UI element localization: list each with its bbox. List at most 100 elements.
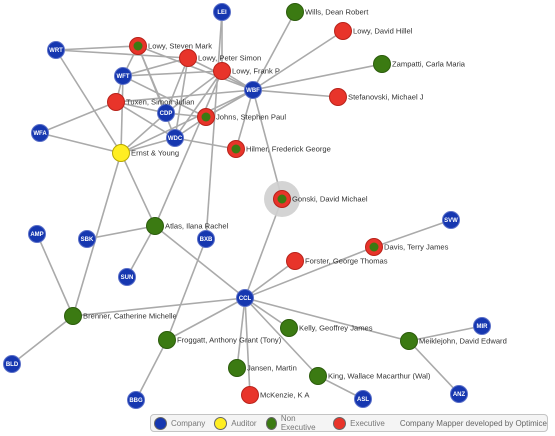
node-wft[interactable]: WFT bbox=[114, 67, 132, 85]
edge-wbf-lowy_steven bbox=[137, 45, 254, 91]
node-bbg[interactable]: BBG bbox=[127, 391, 145, 409]
edge-wfa-ey bbox=[39, 132, 122, 154]
company-node-circle bbox=[127, 391, 145, 409]
node-jansen[interactable]: Jansen, Martin bbox=[228, 359, 297, 377]
non-executive-node-circle bbox=[280, 319, 298, 337]
node-stefanovski[interactable]: Stefanovski, Michael J bbox=[329, 88, 424, 106]
executive-swatch-icon bbox=[333, 416, 347, 430]
edge-atlas-sbk bbox=[86, 225, 156, 240]
edge-wdc-lowy_steven bbox=[137, 45, 176, 139]
edge-ccl-meiklejohn bbox=[244, 297, 410, 342]
node-bxb[interactable]: BXB bbox=[197, 230, 215, 248]
node-meiklejohn[interactable]: Meiklejohn, David Edward bbox=[400, 332, 507, 350]
company-code-label: CCL bbox=[239, 296, 252, 302]
edge-meiklejohn-mir bbox=[408, 325, 483, 342]
edge-wbf-tuxen bbox=[115, 89, 254, 103]
node-svw[interactable]: SVW bbox=[442, 211, 460, 229]
node-hilmer[interactable]: Hilmer, Frederick George bbox=[227, 140, 331, 158]
node-cdp[interactable]: CDP bbox=[157, 104, 175, 122]
node-gonski[interactable]: Gonski, David Michael bbox=[264, 181, 368, 217]
node-wills[interactable]: Wills, Dean Robert bbox=[286, 3, 370, 21]
edge-ccl-king bbox=[244, 297, 319, 377]
company-code-label: BXB bbox=[200, 237, 213, 243]
node-bld[interactable]: BLD bbox=[3, 355, 21, 373]
edge-wbf-wills bbox=[252, 11, 296, 91]
legend-auditor[interactable]: Auditor bbox=[214, 416, 257, 430]
node-atlas[interactable]: Atlas, Ilana Rachel bbox=[146, 217, 229, 235]
node-brenner[interactable]: Brenner, Catherine Michelle bbox=[64, 307, 177, 325]
auditor-node-circle bbox=[112, 144, 130, 162]
edge-ccl-mckenzie bbox=[244, 297, 251, 396]
node-tuxen[interactable]: Tuxen, Simon Julian bbox=[107, 93, 195, 111]
executive-node-circle bbox=[213, 62, 231, 80]
edge-wrt-ey bbox=[55, 49, 122, 154]
non-executive-node-circle bbox=[373, 55, 391, 73]
node-king[interactable]: King, Wallace Macarthur (Wal) bbox=[309, 367, 431, 385]
node-ccl[interactable]: CCL bbox=[236, 289, 254, 307]
legend-non-executive-label: Non Executive bbox=[280, 414, 316, 432]
company-code-label: SVW bbox=[444, 218, 458, 224]
node-wfa[interactable]: WFA bbox=[31, 124, 49, 142]
edge-wdc-hilmer bbox=[174, 137, 237, 150]
company-node-circle bbox=[450, 385, 468, 403]
edge-ccl-davis bbox=[244, 246, 375, 299]
node-kelly[interactable]: Kelly, Geoffrey James bbox=[280, 319, 373, 337]
person-name-label: McKenzie, K A bbox=[260, 391, 310, 400]
edge-wrt-lowy_steven bbox=[55, 45, 139, 51]
nodes-layer: LEI WRT WFT CDP WBF WDC WFA AMP SBK BXB SUN SVW CCL M… bbox=[3, 3, 507, 409]
node-asl[interactable]: ASL bbox=[354, 390, 372, 408]
person-name-label: Ernst & Young bbox=[131, 149, 179, 158]
legend-executive[interactable]: Executive bbox=[333, 416, 385, 430]
node-lowy-david[interactable]: Lowy, David Hillel bbox=[334, 22, 413, 40]
edge-wft-johns bbox=[122, 75, 207, 118]
non-executive-node-circle bbox=[400, 332, 418, 350]
edge-amp-brenner bbox=[36, 233, 74, 317]
node-mir[interactable]: MIR bbox=[473, 317, 491, 335]
company-node-circle bbox=[473, 317, 491, 335]
node-sbk[interactable]: SBK bbox=[78, 230, 96, 248]
node-amp[interactable]: AMP bbox=[28, 225, 46, 243]
non-executive-node-circle bbox=[228, 359, 246, 377]
edge-brenner-ccl bbox=[72, 297, 246, 317]
edge-ccl-forster bbox=[244, 260, 296, 299]
person-name-label: Froggatt, Anthony Grant (Tony) bbox=[177, 336, 282, 345]
edge-cdp-lowy_peter bbox=[165, 57, 189, 114]
executive-node-circle bbox=[329, 88, 347, 106]
node-mckenzie[interactable]: McKenzie, K A bbox=[241, 386, 311, 404]
node-wbf[interactable]: WBF bbox=[244, 81, 262, 99]
company-code-label: ANZ bbox=[453, 392, 466, 398]
executive-node-circle bbox=[334, 22, 352, 40]
person-name-label: Wills, Dean Robert bbox=[305, 8, 369, 17]
node-wrt[interactable]: WRT bbox=[47, 41, 65, 59]
node-johns[interactable]: Johns, Stephen Paul bbox=[197, 108, 287, 126]
node-zampatti[interactable]: Zampatti, Carla Maria bbox=[373, 55, 466, 73]
node-ey[interactable]: Ernst & Young bbox=[112, 144, 180, 162]
edge-atlas-ccl bbox=[154, 225, 246, 299]
legend-company-label: Company bbox=[171, 418, 206, 428]
company-node-circle bbox=[354, 390, 372, 408]
company-code-label: WFT bbox=[117, 74, 130, 80]
node-davis[interactable]: Davis, Terry James bbox=[365, 238, 449, 256]
node-lowy-peter[interactable]: Lowy, Peter Simon bbox=[179, 49, 262, 67]
company-node-circle bbox=[118, 268, 136, 286]
legend-non-executive[interactable]: Non Executive bbox=[265, 414, 325, 432]
legend-company[interactable]: Company bbox=[154, 416, 206, 430]
company-code-label: BLD bbox=[6, 362, 19, 368]
node-sun[interactable]: SUN bbox=[118, 268, 136, 286]
person-name-label: Johns, Stephen Paul bbox=[216, 113, 286, 122]
node-froggatt[interactable]: Froggatt, Anthony Grant (Tony) bbox=[158, 331, 282, 349]
node-lowy-steven[interactable]: Lowy, Steven Mark bbox=[129, 37, 213, 55]
node-anz[interactable]: ANZ bbox=[450, 385, 468, 403]
edge-bxb-froggatt bbox=[166, 238, 207, 341]
node-forster[interactable]: Forster, George Thomas bbox=[286, 252, 388, 270]
company-code-label: BBG bbox=[129, 398, 143, 404]
node-lei[interactable]: LEI bbox=[213, 3, 231, 21]
company-node-circle bbox=[244, 81, 262, 99]
company-node-circle bbox=[213, 3, 231, 21]
non-executive-inner-dot bbox=[231, 144, 241, 154]
executive-node-circle bbox=[286, 252, 304, 270]
auditor-swatch-icon bbox=[214, 416, 228, 430]
node-lowy-frank[interactable]: Lowy, Frank P bbox=[213, 62, 280, 80]
node-wdc[interactable]: WDC bbox=[166, 129, 184, 147]
